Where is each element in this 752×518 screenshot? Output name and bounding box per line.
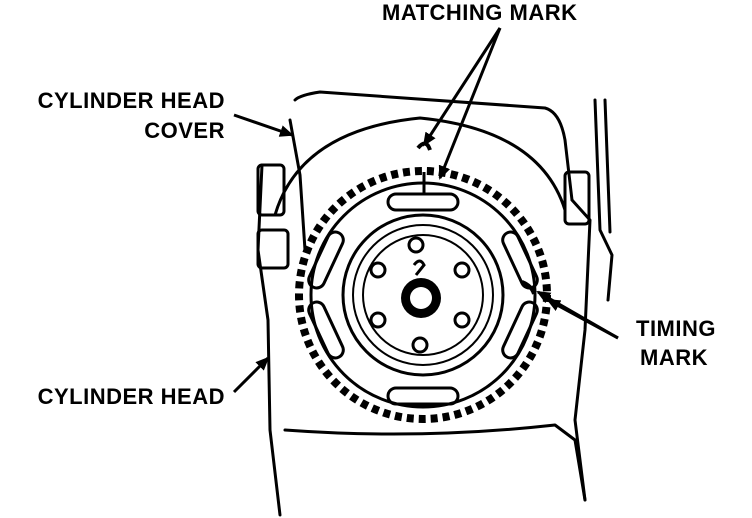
sprocket-slot-top [386, 192, 460, 212]
cylinder-head-cover-outline [293, 90, 574, 202]
sprocket-slot-bottom [386, 386, 460, 406]
timing-mark-label-line1: TIMING [636, 316, 716, 341]
camshaft-sprocket [295, 141, 551, 423]
cylinder-head-outline [256, 163, 282, 517]
right-bracket [593, 98, 614, 302]
matching-mark-label: MATCHING MARK [382, 0, 578, 25]
cylinder-head-cover-label-line2: COVER [144, 118, 225, 143]
right-bracket-2 [603, 98, 612, 234]
bolt-hole [411, 336, 429, 354]
left-bolt-boss [256, 163, 286, 217]
bolt-hole [453, 311, 471, 329]
cylinder-head-lower-edge [283, 423, 587, 502]
hub-mark [412, 259, 426, 276]
cylinder-head-right-side [570, 198, 592, 502]
matching-mark-arrow-cover [422, 27, 502, 147]
right-bolt-boss [563, 170, 591, 226]
cylinder-head-arrow [232, 356, 270, 394]
matching-mark-arrow-sprocket [438, 27, 502, 180]
cylinder-head-label: CYLINDER HEAD [37, 384, 225, 409]
sprocket-slot-left-lower [307, 300, 345, 360]
left-bolt-boss-lower [256, 228, 290, 270]
bolt-hole [453, 261, 471, 279]
bolt-hole [407, 236, 425, 254]
cylinder-head-cover-arrow [233, 113, 294, 137]
sprocket-slot-right-lower [501, 300, 539, 360]
cover-edge [288, 118, 307, 252]
sprocket-slot-left-upper [307, 230, 345, 290]
timing-mark-notch [521, 280, 536, 295]
cover-inner-arc [273, 116, 567, 217]
sprocket-bore [410, 287, 432, 309]
timing-mark-arrow-2 [546, 298, 619, 340]
cylinder-head-cover-label-line1: CYLINDER HEAD [37, 88, 225, 113]
bolt-hole [369, 311, 387, 329]
timing-mark-label-line2: MARK [640, 345, 708, 370]
bolt-hole [369, 261, 387, 279]
